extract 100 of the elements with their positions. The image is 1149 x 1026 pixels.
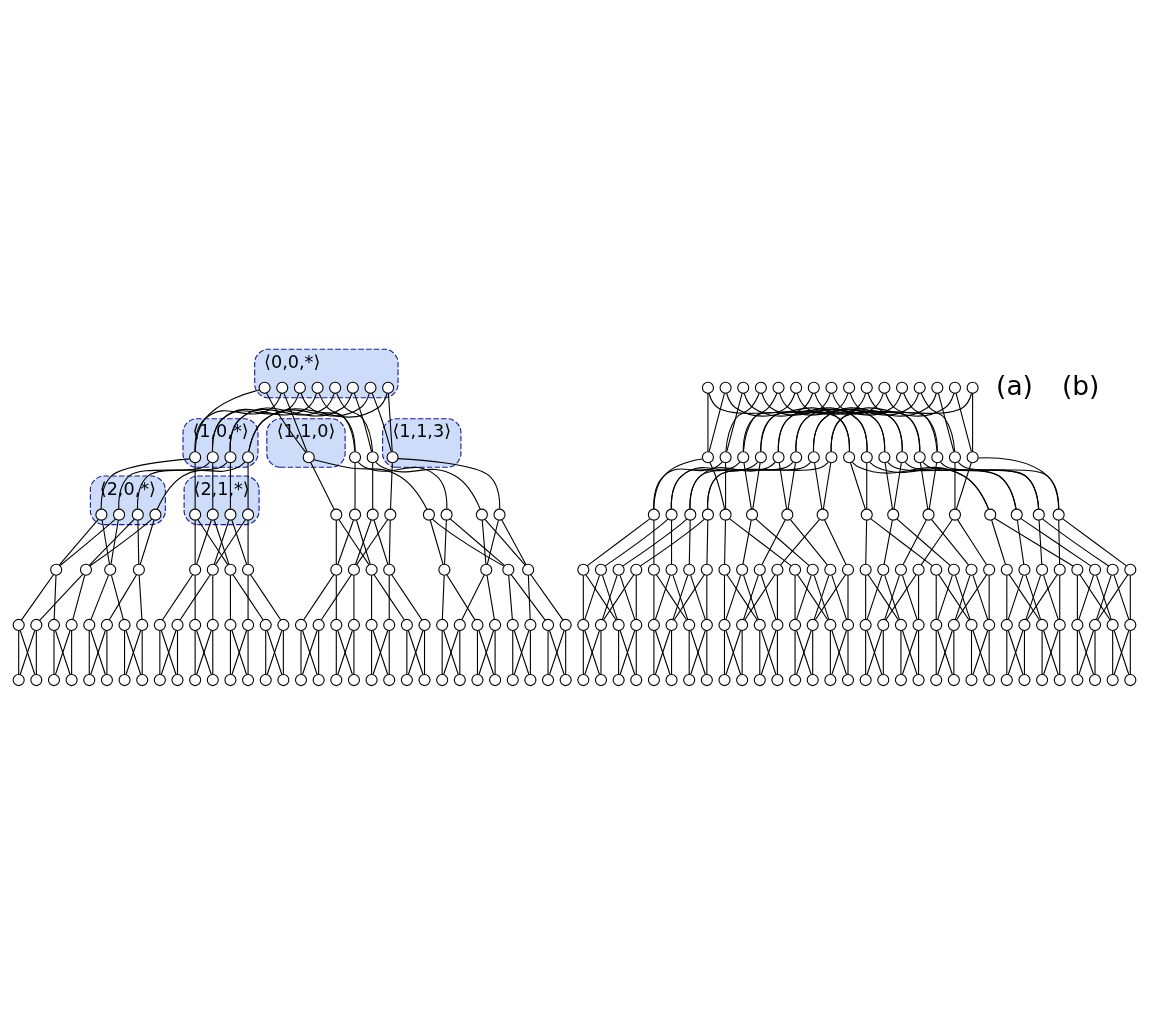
node-circle [365, 674, 378, 687]
node-circle [489, 618, 502, 631]
node-circle [931, 451, 944, 464]
connector [972, 392, 974, 453]
node-circle [347, 563, 360, 576]
node-circle [118, 618, 131, 631]
node-circle [948, 451, 962, 464]
node-circle [259, 674, 272, 687]
connector [313, 459, 428, 510]
node-circle [1000, 618, 1013, 631]
node-circle [860, 508, 873, 521]
connector [988, 574, 990, 620]
node-circle [860, 381, 873, 394]
connector [513, 630, 530, 675]
node-circle [422, 508, 435, 521]
connector [1094, 630, 1096, 675]
connector [723, 574, 726, 620]
node-circle [577, 563, 590, 576]
node-circle [718, 563, 731, 576]
node-circle [384, 508, 397, 521]
node-circle [895, 381, 909, 394]
connector [744, 574, 776, 621]
node-circle [382, 381, 395, 394]
connector [1059, 574, 1061, 620]
connector [742, 392, 796, 453]
connector [441, 574, 445, 620]
connector [725, 392, 760, 452]
connector [303, 574, 335, 621]
connector [478, 630, 495, 675]
node-circle [79, 563, 92, 576]
node-circle [630, 618, 643, 631]
connector [777, 392, 849, 453]
node-circle [807, 451, 820, 464]
node-circle [772, 451, 785, 464]
connector [865, 630, 867, 675]
node-circle [895, 451, 909, 464]
connector [847, 574, 849, 620]
node-circle [594, 563, 608, 576]
node-circle [984, 508, 997, 521]
connector [866, 630, 883, 675]
node-circle [983, 618, 996, 631]
connector [920, 392, 956, 452]
connector [391, 574, 423, 621]
connector [707, 392, 709, 453]
connector [137, 519, 140, 565]
node-circle [983, 563, 996, 576]
connector [444, 519, 447, 565]
node-circle [577, 618, 590, 631]
node-circle [438, 563, 451, 576]
connector [1129, 574, 1131, 620]
connector [882, 630, 884, 675]
node-circle [719, 451, 732, 464]
node-circle [383, 618, 396, 631]
node-circle [366, 451, 379, 464]
connector [89, 518, 153, 567]
node-circle [594, 618, 608, 631]
connector [194, 630, 196, 675]
connector [937, 630, 953, 675]
connector [796, 630, 812, 675]
node-circle [824, 674, 837, 687]
node-circle [453, 618, 466, 631]
connector [407, 630, 424, 675]
node-circle [206, 674, 219, 687]
node-circle [224, 563, 237, 576]
node-circle [311, 381, 324, 394]
connector [831, 630, 848, 675]
node-circle [665, 618, 678, 631]
connector [1042, 518, 1110, 567]
connector [388, 574, 390, 620]
node-circle [365, 563, 378, 576]
connector [865, 519, 868, 565]
connector [977, 457, 1060, 510]
node-circle [1053, 618, 1066, 631]
connector [162, 574, 194, 621]
node-circle [1018, 563, 1031, 576]
connector [671, 630, 673, 675]
connector [72, 574, 86, 620]
node-circle [781, 508, 794, 521]
connector [954, 462, 956, 510]
connector [501, 519, 527, 566]
connector [1061, 518, 1127, 567]
label: (b) [1061, 369, 1100, 401]
node-circle [276, 381, 289, 394]
connector [776, 630, 778, 675]
connector [53, 630, 55, 675]
node-circle [701, 451, 714, 464]
connector [357, 461, 448, 510]
connector [212, 630, 214, 675]
connector [867, 392, 921, 453]
node-circle [171, 618, 184, 631]
node-circle [1036, 563, 1049, 576]
connector [371, 392, 392, 453]
connector [671, 519, 673, 565]
connector [449, 518, 505, 566]
connector [829, 630, 831, 675]
node-circle [647, 563, 660, 576]
connector [372, 630, 389, 675]
connector [431, 518, 505, 567]
node-circle [559, 674, 572, 687]
connector [635, 630, 637, 675]
